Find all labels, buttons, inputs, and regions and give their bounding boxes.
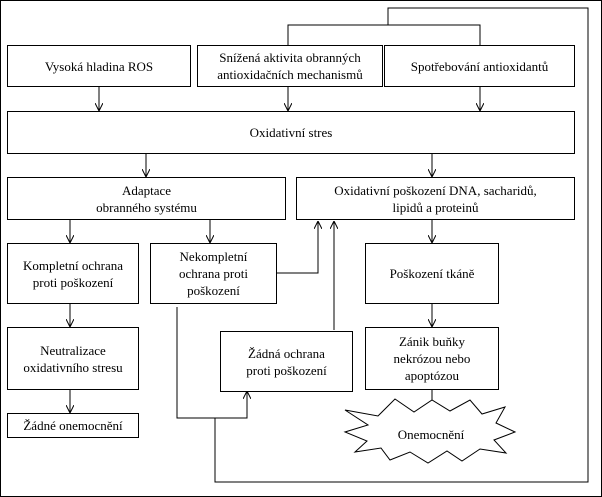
node-antioxidant-use: Spotřebování antioxidantů	[384, 45, 575, 87]
node-tissue-damage: Poškození tkáně	[365, 243, 499, 304]
node-disease: Onemocnění	[397, 427, 465, 442]
node-cell-death: Zánik buňky nekrózou nebo apoptózou	[365, 327, 499, 390]
node-adaptation: Adaptace obranného systému	[7, 177, 286, 220]
arrow-incomplete-to-damage	[277, 222, 318, 274]
node-incomplete-protection: Nekompletní ochrana proti poškození	[150, 243, 277, 304]
disease-burst-shape	[343, 398, 517, 464]
node-no-disease: Žádné onemocnění	[7, 413, 139, 438]
node-oxidative-damage: Oxidativní poškození DNA, sacharidů, lip…	[296, 177, 575, 220]
arrow-loop-to-noprotection	[177, 392, 247, 419]
top-bracket-line	[287, 24, 481, 45]
node-complete-protection: Kompletní ochrana proti poškození	[7, 243, 139, 304]
node-ros: Vysoká hladina ROS	[7, 45, 191, 87]
node-no-protection: Žádná ochrana proti poškození	[220, 331, 353, 392]
node-oxidative-stress: Oxidativní stres	[7, 111, 575, 154]
node-neutralization: Neutralizace oxidativního stresu	[7, 327, 139, 390]
node-reduced-defense: Snížená aktivita obranných antioxidačníc…	[197, 45, 383, 87]
